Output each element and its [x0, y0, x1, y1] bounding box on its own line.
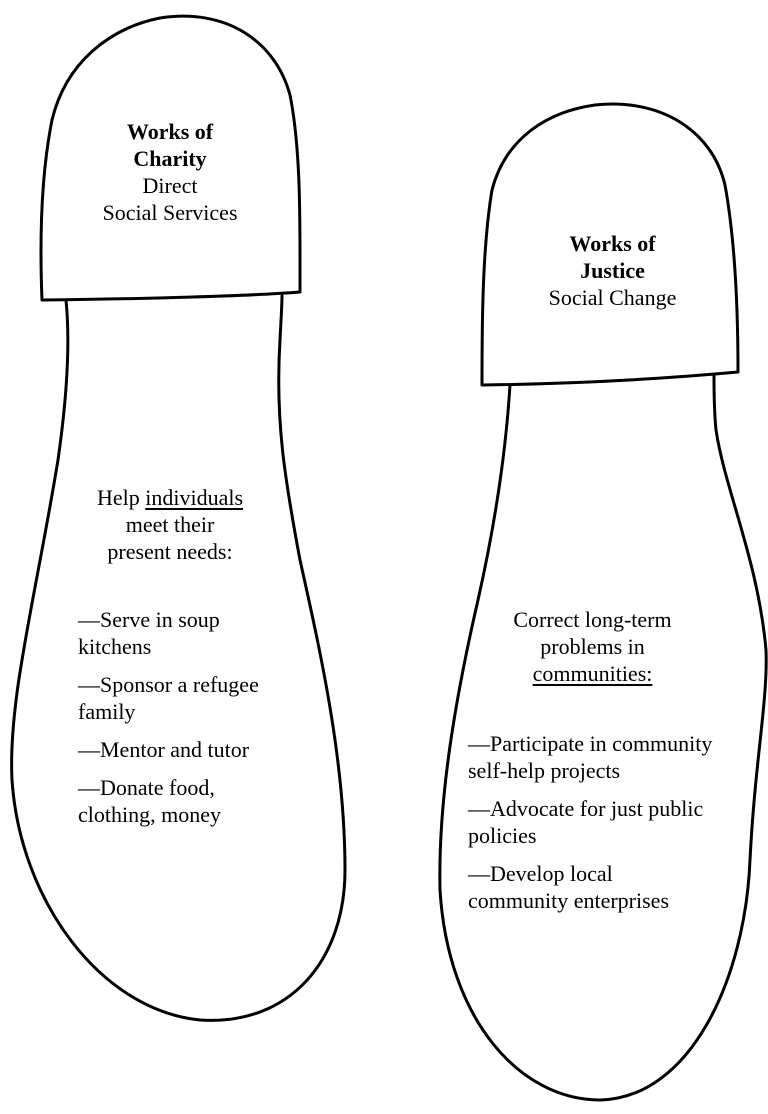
- justice-lead-emphasis: communities:: [532, 661, 653, 686]
- charity-lead-emphasis: individuals: [145, 485, 244, 510]
- justice-actions-list: —Participate in community self-help proj…: [468, 730, 718, 925]
- charity-lead-line1: Help individuals: [70, 484, 270, 511]
- charity-subtitle-line2: Social Services: [102, 200, 238, 225]
- charity-action-item: —Mentor and tutor: [78, 737, 250, 762]
- charity-heading-block: Works of Charity Direct Social Services: [70, 118, 270, 226]
- charity-heading-line2: Charity: [133, 146, 207, 171]
- charity-toe-cap: [39, 14, 302, 302]
- charity-action-item: —Donate food, clothing, money: [78, 775, 221, 827]
- charity-sole: [10, 294, 347, 1022]
- charity-lead-block: Help individuals meet their present need…: [70, 484, 270, 565]
- justice-heading-line1: Works of: [569, 231, 656, 256]
- charity-subtitle-line1: Direct: [142, 173, 198, 198]
- justice-lead-line2: problems in: [540, 634, 645, 659]
- charity-lead-prefix: Help: [96, 485, 146, 510]
- justice-toe-cap: [480, 102, 740, 387]
- justice-lead-block: Correct long-term problems in communitie…: [490, 606, 695, 687]
- charity-actions-list: —Serve in soup kitchens —Sponsor a refug…: [78, 606, 288, 839]
- justice-subtitle-line1: Social Change: [548, 285, 677, 310]
- justice-lead-line1: Correct long-term: [513, 607, 672, 632]
- justice-heading-block: Works of Justice Social Change: [510, 230, 715, 311]
- charity-action-item: —Sponsor a refugee family: [78, 672, 259, 724]
- justice-sole: [438, 374, 768, 1102]
- justice-action-item: —Advocate for just public policies: [468, 796, 704, 848]
- justice-action-item: —Participate in community self-help proj…: [468, 731, 713, 783]
- charity-lead-line3: present needs:: [107, 539, 233, 564]
- justice-action-item: —Develop local community enterprises: [468, 861, 670, 913]
- charity-lead-line2: meet their: [125, 512, 215, 537]
- justice-heading-line2: Justice: [580, 258, 645, 283]
- charity-heading-line1: Works of: [126, 119, 214, 144]
- charity-action-item: —Serve in soup kitchens: [78, 607, 220, 659]
